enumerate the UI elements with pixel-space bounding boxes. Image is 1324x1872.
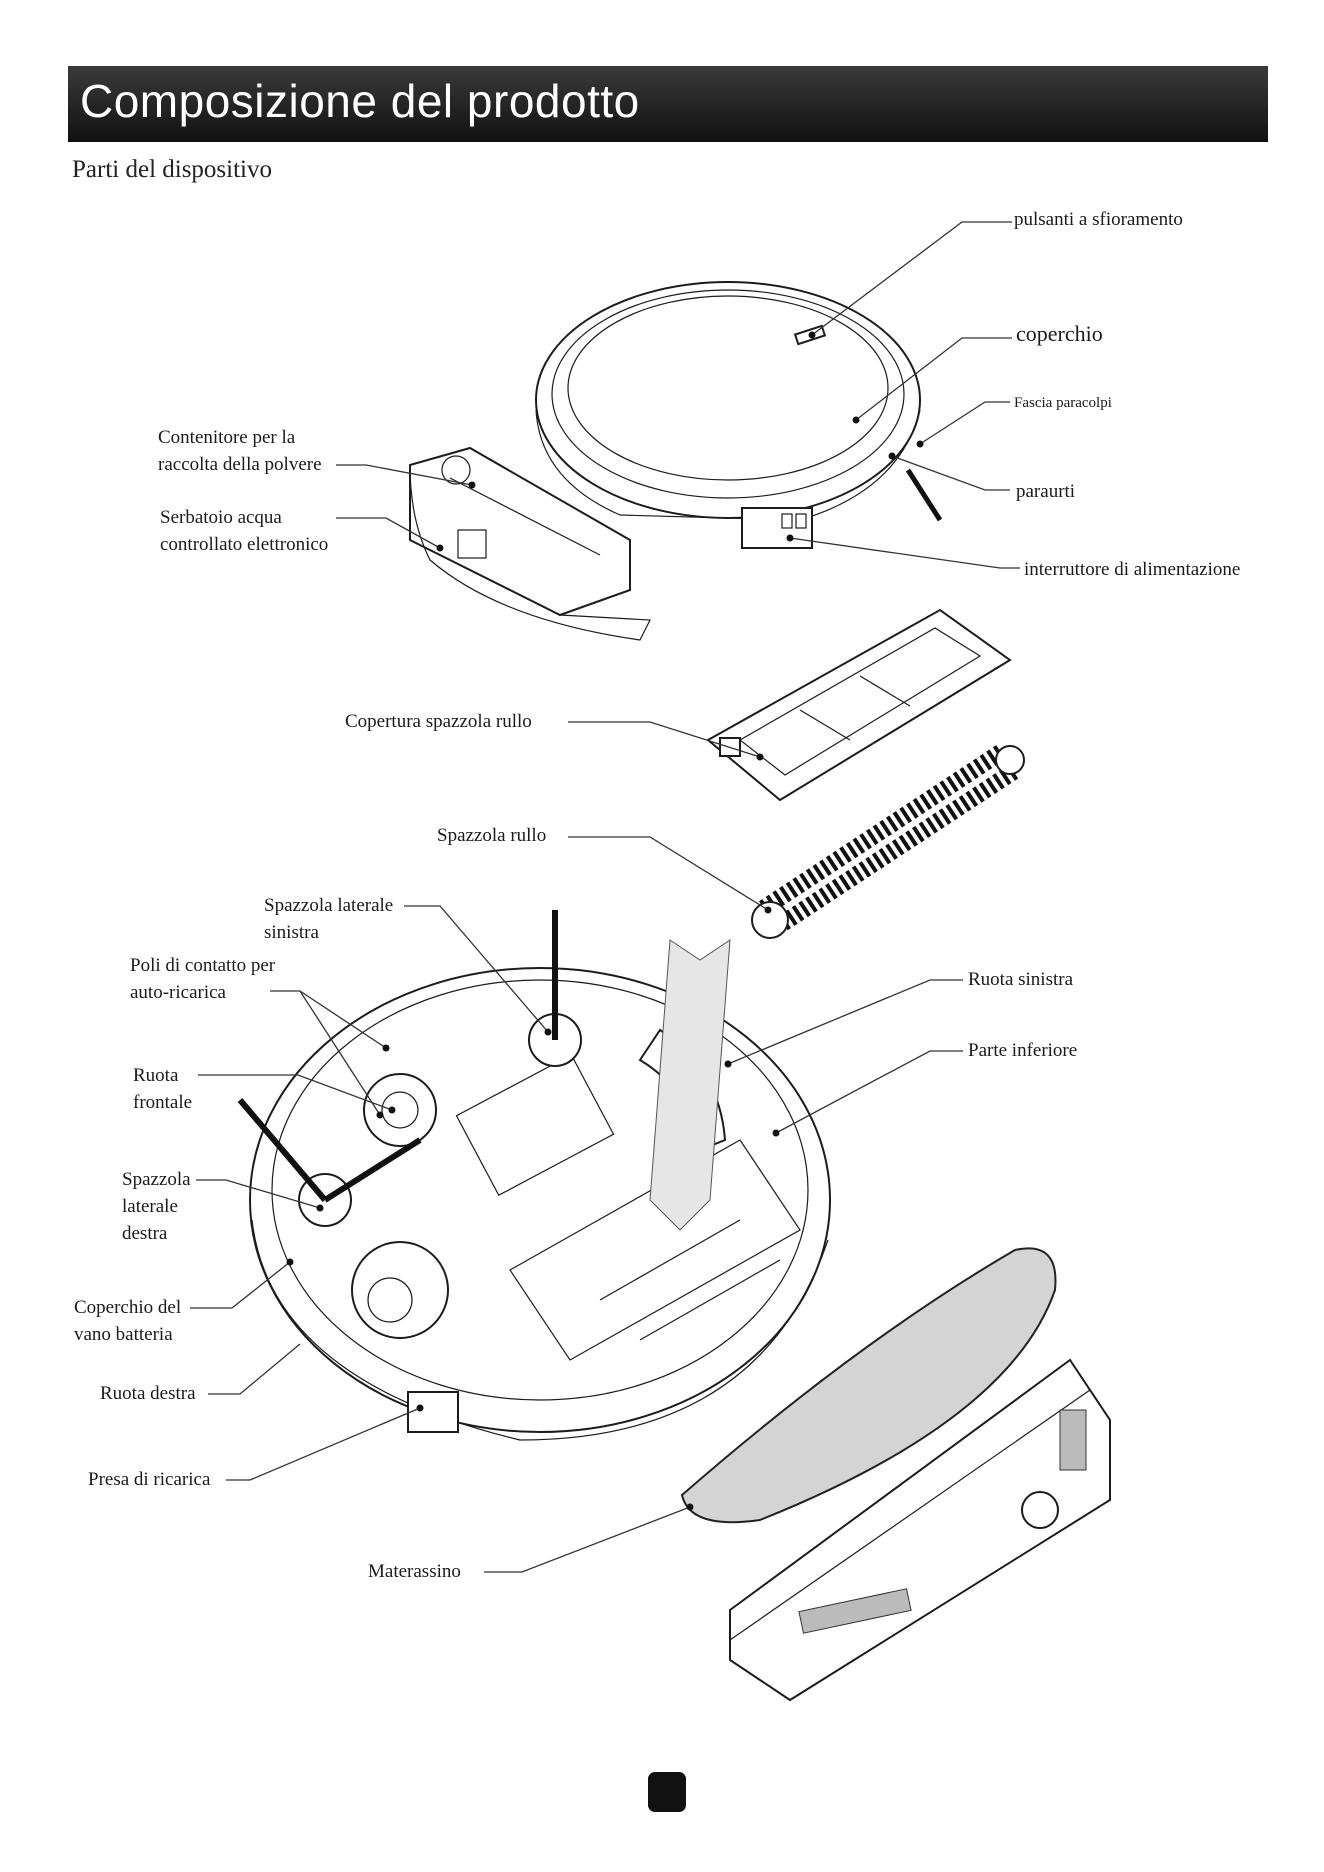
page-number-marker: [648, 1772, 686, 1812]
label-right-side-brush: Spazzola laterale destra: [122, 1169, 191, 1244]
label-water-tank: Serbatoio acqua controllato elettronico: [160, 507, 329, 555]
section-subtitle: Parti del dispositivo: [72, 156, 272, 183]
dustbin-illustration: [409, 446, 651, 641]
mop-illustration: [680, 1247, 1111, 1702]
label-mop-pad: Materassino: [368, 1561, 461, 1582]
header-bar: Composizione del prodotto: [68, 66, 1268, 142]
label-charging-socket: Presa di ricarica: [88, 1469, 211, 1490]
page-title: Composizione del prodotto: [80, 75, 640, 127]
label-dustbin: Contenitore per la raccolta della polver…: [158, 427, 322, 475]
roller-cover-illustration: [706, 608, 1012, 802]
label-bottom: Parte inferiore: [968, 1040, 1078, 1061]
label-bumper: paraurti: [1016, 481, 1076, 502]
roller-brush-illustration: [751, 743, 1025, 939]
label-roller-brush: Spazzola rullo: [437, 825, 547, 846]
label-battery-cover: Coperchio del vano batteria: [74, 1297, 182, 1345]
label-touch-buttons: pulsanti a sfioramento: [1014, 209, 1183, 230]
label-cover: coperchio: [1016, 321, 1103, 346]
robot-bottom-illustration: [237, 910, 831, 1441]
label-power-switch: interruttore di alimentazione: [1024, 559, 1241, 580]
label-left-wheel: Ruota sinistra: [968, 969, 1074, 990]
label-left-side-brush: Spazzola laterale sinistra: [264, 895, 394, 943]
robot-top-illustration: [535, 281, 943, 549]
leader-lines: [190, 221, 1020, 1573]
label-right-wheel: Ruota destra: [100, 1383, 196, 1404]
label-front-wheel: Ruota frontale: [133, 1065, 193, 1113]
label-roller-brush-cover: Copertura spazzola rullo: [345, 711, 532, 732]
label-bumper-strip: Fascia paracolpi: [1014, 395, 1112, 411]
label-charging-contacts: Poli di contatto per auto-ricarica: [130, 955, 276, 1003]
